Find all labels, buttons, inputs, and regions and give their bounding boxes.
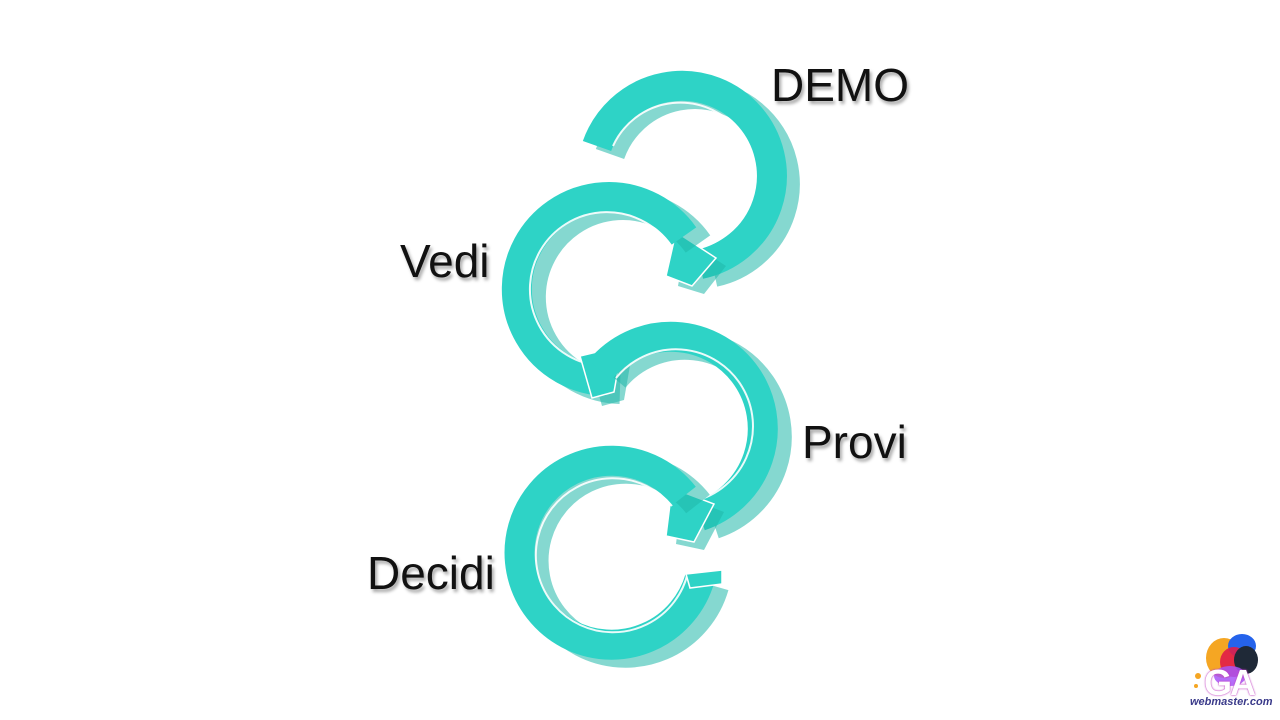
step-label-demo: DEMO (771, 59, 909, 111)
step-label-decidi: Decidi (367, 547, 495, 599)
arc-arrow-demo (582, 70, 800, 294)
step-label-vedi: Vedi (400, 235, 490, 287)
arc-arrow-provi (588, 321, 792, 550)
logo-monogram: GA (1204, 662, 1256, 703)
logo-wordmark: webmaster.com (1190, 696, 1273, 708)
arc-arrow-decidi (504, 445, 729, 668)
ga-webmaster-logo: GA webmaster.com (1190, 628, 1273, 714)
step-label-provi: Provi (802, 416, 907, 468)
logo-blobs-icon (1194, 634, 1258, 688)
